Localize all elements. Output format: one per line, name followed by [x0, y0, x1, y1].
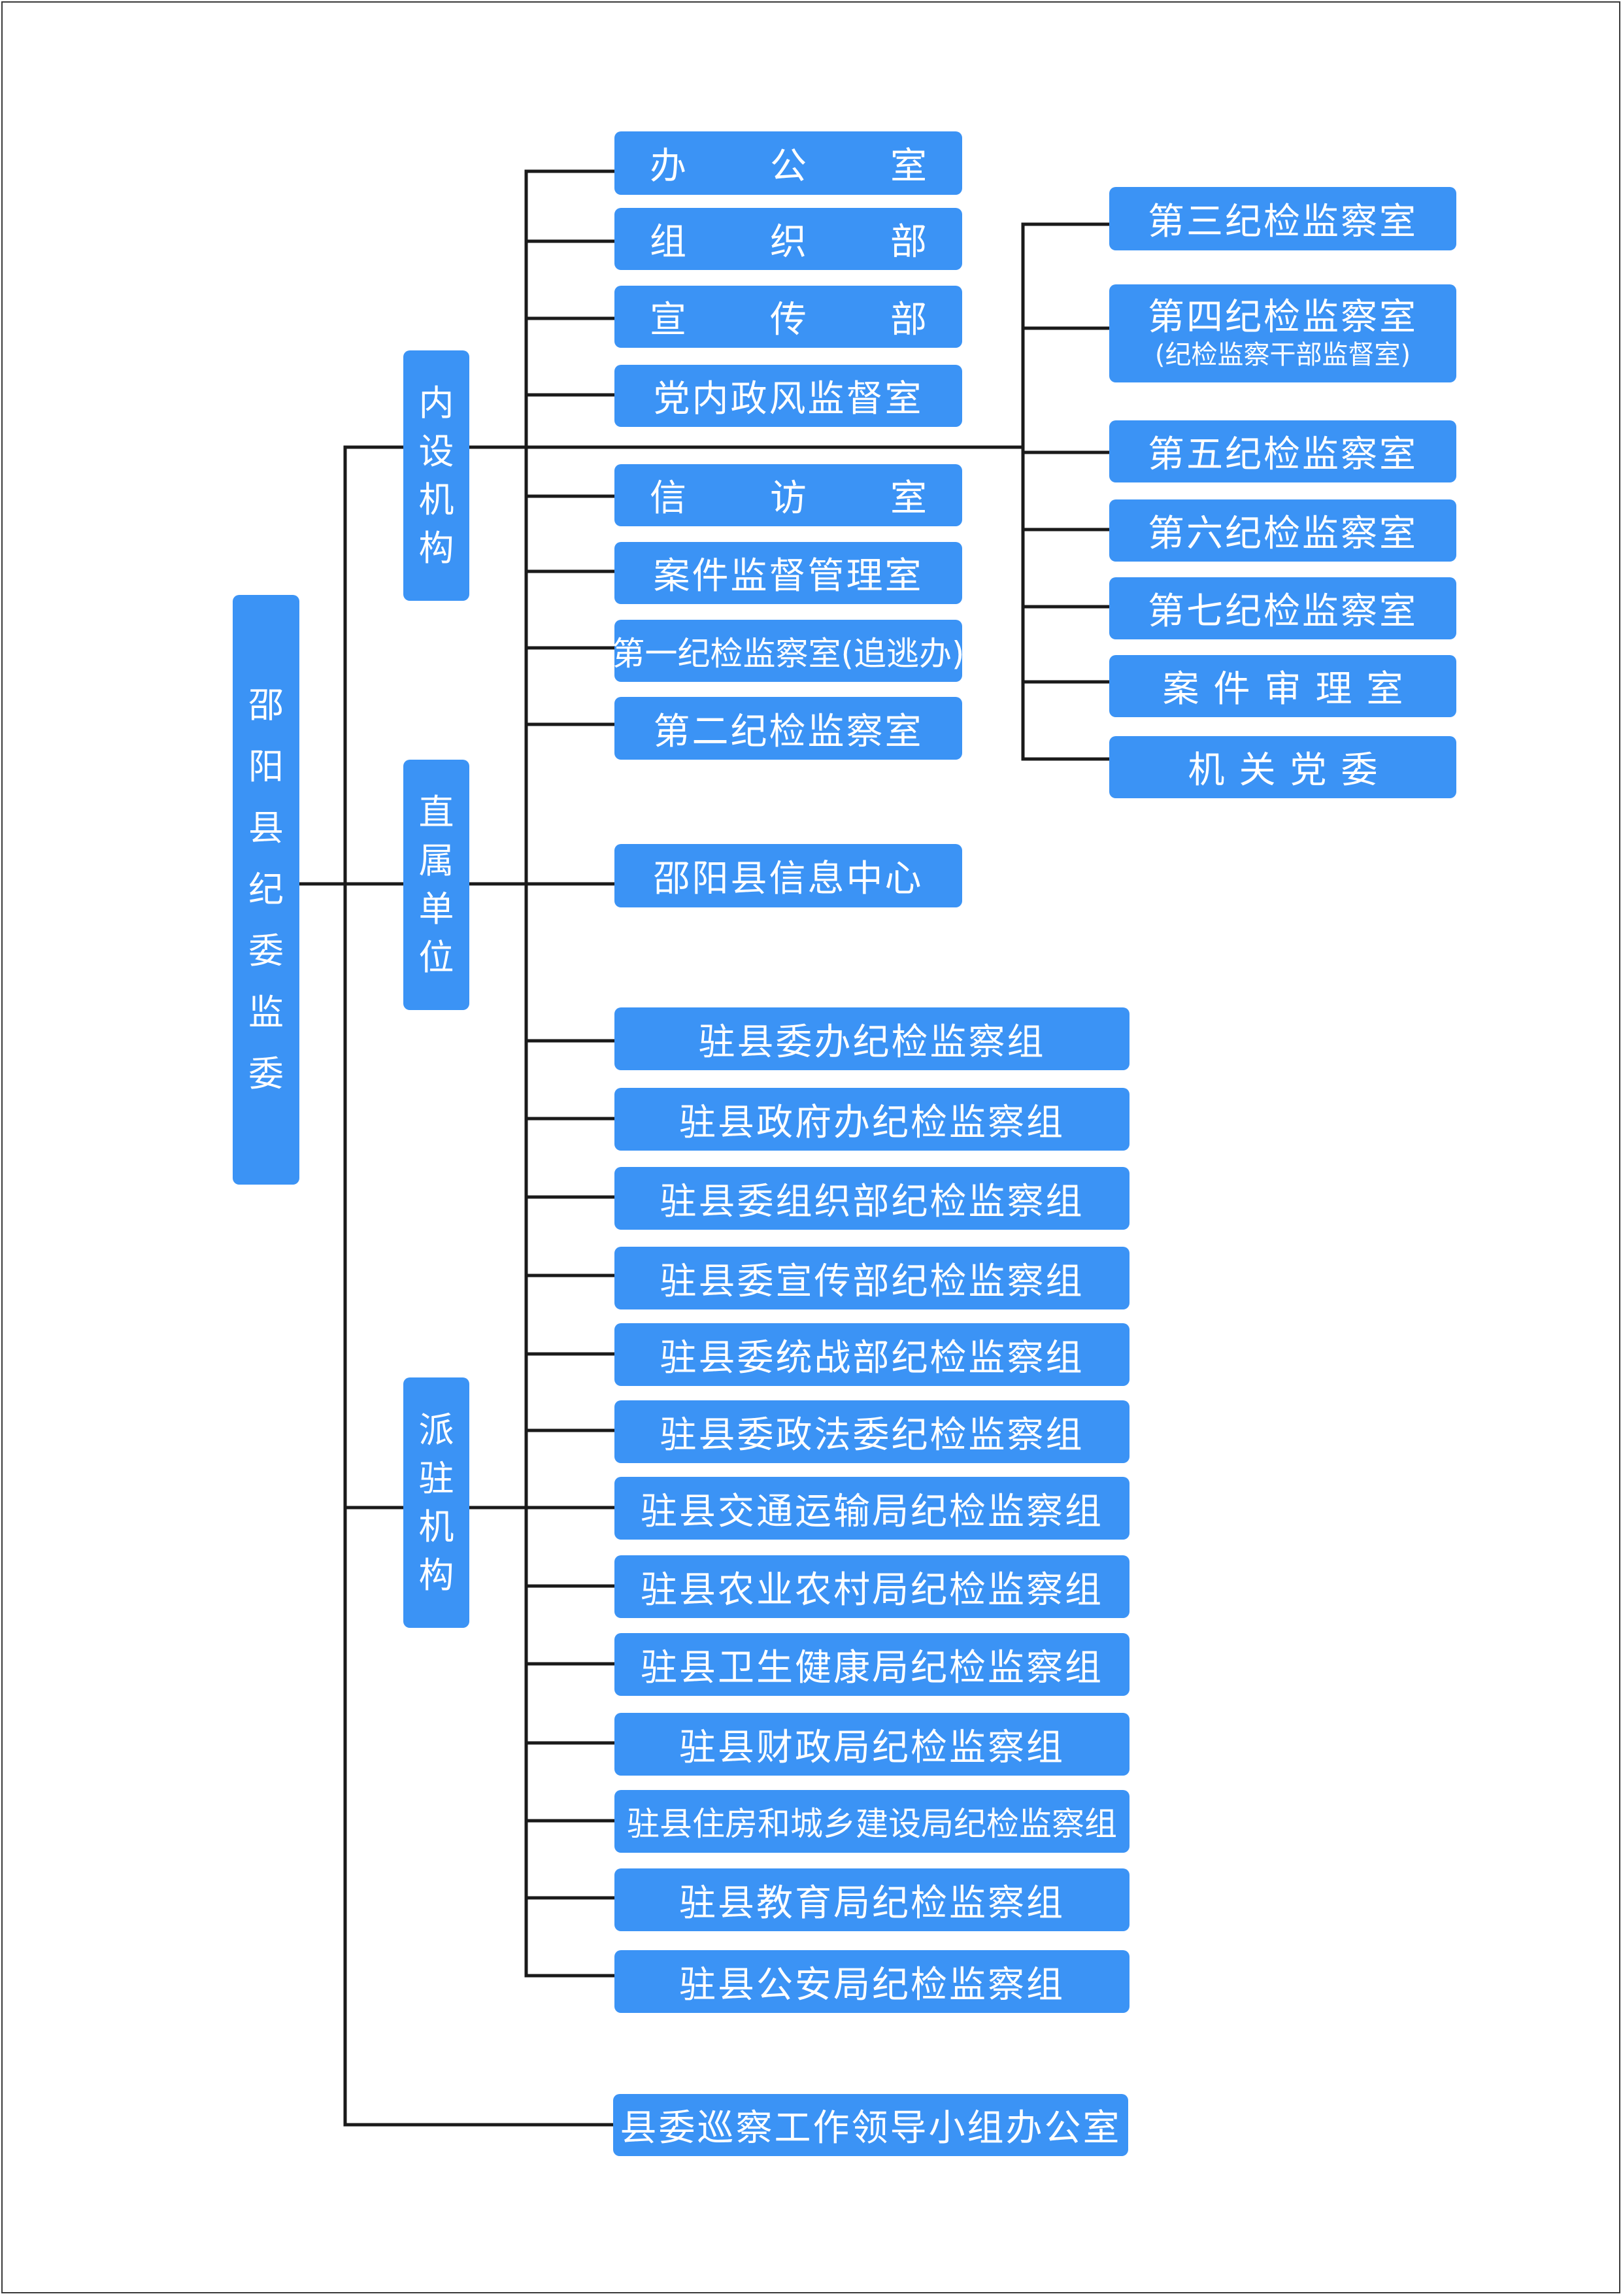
node-sixth-inspection-office: 第六纪检监察室 — [1109, 499, 1456, 562]
vertical-char: 位 — [418, 936, 454, 978]
node-dispatch-county-committee-office: 驻县委办纪检监察组 — [614, 1007, 1129, 1070]
fourth-office-subtitle: (纪检监察干部监督室) — [1154, 339, 1411, 370]
vertical-char: 单 — [418, 888, 454, 930]
node-dispatch-publicity: 驻县委宣传部纪检监察组 — [614, 1247, 1129, 1309]
vertical-char: 构 — [418, 527, 454, 569]
node-fourth-inspection-office: 第四纪检监察室 (纪检监察干部监督室) — [1109, 284, 1456, 382]
vertical-char: 县 — [248, 807, 284, 849]
node-dispatch-organization: 驻县委组织部纪检监察组 — [614, 1167, 1129, 1230]
node-info-center: 邵阳县信息中心 — [614, 844, 962, 907]
vertical-char: 内 — [418, 382, 454, 424]
node-party-committee: 机关党委 — [1109, 736, 1456, 798]
node-dispatch-housing: 驻县住房和城乡建设局纪检监察组 — [614, 1790, 1129, 1853]
node-dispatch-finance: 驻县财政局纪检监察组 — [614, 1713, 1129, 1776]
vertical-char: 委 — [248, 1053, 284, 1094]
vertical-char: 机 — [418, 1506, 454, 1547]
node-case-review-office: 案件审理室 — [1109, 655, 1456, 717]
vertical-char: 监 — [248, 992, 284, 1033]
vertical-char: 设 — [418, 430, 454, 472]
branch-dispatched: 派驻机构 — [403, 1377, 469, 1628]
node-case-supervision-office: 案件监督管理室 — [614, 542, 962, 604]
root-node: 邵阳县纪委监委 — [233, 595, 299, 1185]
vertical-char: 直 — [418, 791, 454, 833]
node-third-inspection-office: 第三纪检监察室 — [1109, 187, 1456, 250]
node-dispatch-health: 驻县卫生健康局纪检监察组 — [614, 1633, 1129, 1696]
node-inspection-leading-group-office: 县委巡察工作领导小组办公室 — [613, 2094, 1128, 2156]
node-second-inspection-office: 第二纪检监察室 — [614, 697, 962, 760]
node-publicity-dept: 宣 传 部 — [614, 286, 962, 348]
vertical-char: 委 — [248, 930, 284, 971]
vertical-char: 派 — [418, 1409, 454, 1451]
fourth-office-title: 第四纪检监察室 — [1148, 296, 1418, 339]
node-dispatch-gov-office: 驻县政府办纪检监察组 — [614, 1088, 1129, 1151]
node-fifth-inspection-office: 第五纪检监察室 — [1109, 420, 1456, 482]
node-dispatch-political-legal: 驻县委政法委纪检监察组 — [614, 1400, 1129, 1463]
node-organization-dept: 组 织 部 — [614, 208, 962, 270]
node-dispatch-transport: 驻县交通运输局纪检监察组 — [614, 1477, 1129, 1540]
vertical-char: 阳 — [248, 746, 284, 787]
branch-internal: 内设机构 — [403, 350, 469, 601]
node-general-office: 办 公 室 — [614, 131, 962, 195]
node-dispatch-agriculture: 驻县农业农村局纪检监察组 — [614, 1555, 1129, 1618]
vertical-char: 驻 — [418, 1457, 454, 1499]
node-dispatch-public-security: 驻县公安局纪检监察组 — [614, 1950, 1129, 2013]
vertical-char: 属 — [418, 839, 454, 881]
node-petition-office: 信 访 室 — [614, 464, 962, 526]
vertical-char: 构 — [418, 1554, 454, 1596]
vertical-char: 纪 — [248, 869, 284, 910]
branch-direct: 直属单位 — [403, 760, 469, 1010]
node-first-inspection-office: 第一纪检监察室(追逃办) — [612, 620, 965, 682]
node-dispatch-united-front: 驻县委统战部纪检监察组 — [614, 1323, 1129, 1386]
node-seventh-inspection-office: 第七纪检监察室 — [1109, 577, 1456, 639]
node-party-conduct-office: 党内政风监督室 — [614, 365, 962, 427]
node-dispatch-education: 驻县教育局纪检监察组 — [614, 1868, 1129, 1931]
vertical-char: 邵 — [248, 684, 284, 726]
vertical-char: 机 — [418, 479, 454, 520]
